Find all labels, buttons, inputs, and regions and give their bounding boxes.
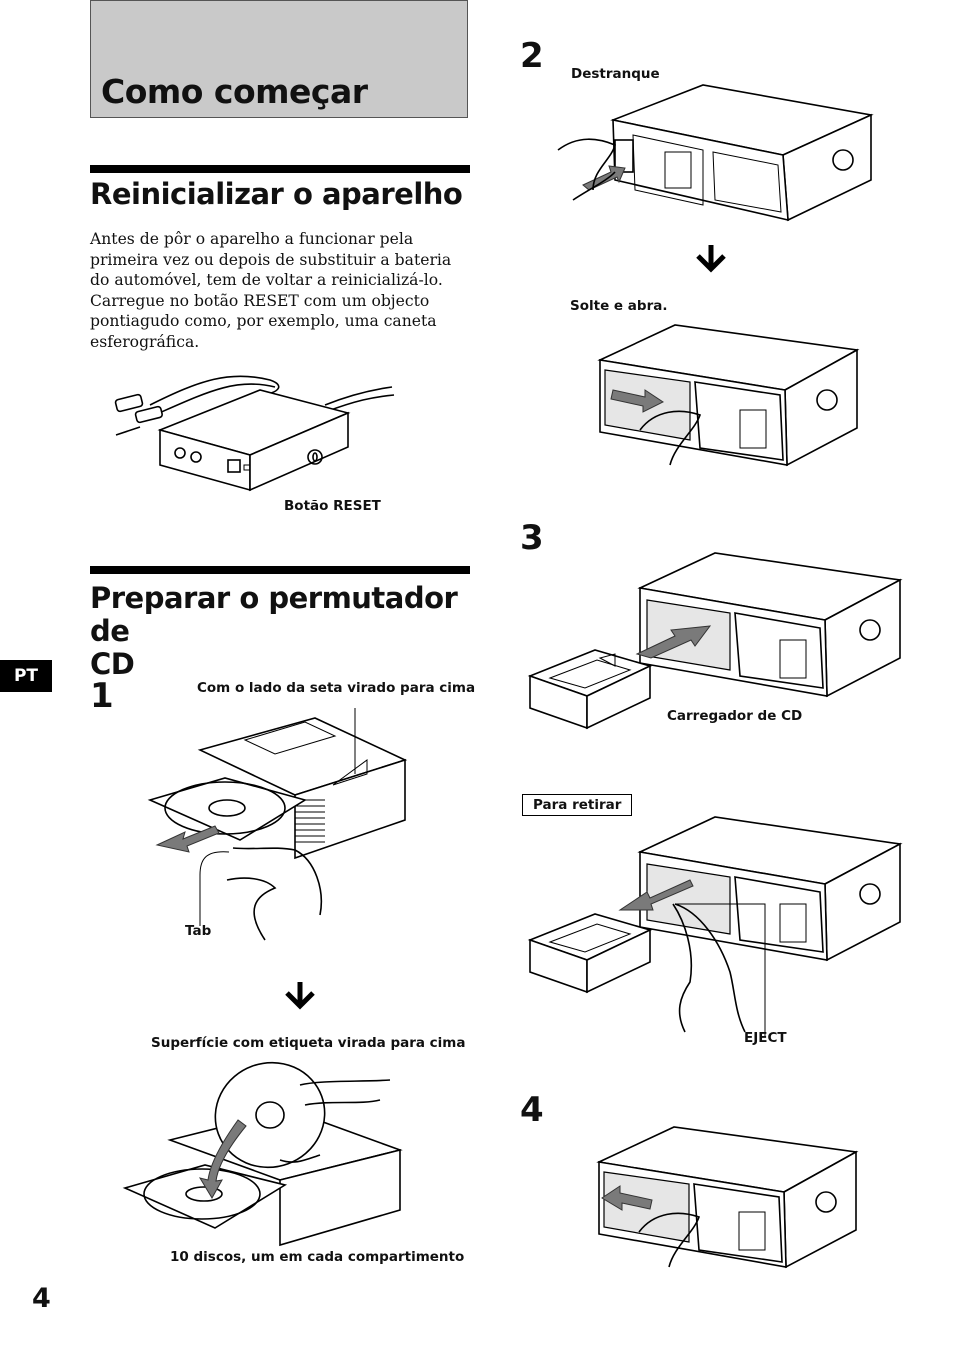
page-number: 4 (32, 1283, 51, 1314)
down-arrow-icon (696, 245, 726, 273)
heading-reset: Reinicializar o aparelho (90, 177, 463, 211)
label-side-caption: Superfície com etiqueta virada para cima (151, 1035, 466, 1051)
changer-close-illustration (596, 1126, 859, 1269)
eject-caption: EJECT (744, 1030, 787, 1046)
paragraph-line: do automóvel, tem de voltar a reiniciali… (90, 271, 443, 289)
magazine-open-illustration (147, 708, 408, 941)
heading-line: Preparar o permutador de (90, 581, 458, 648)
language-tab: PT (0, 660, 52, 692)
step-number: 1 (90, 676, 114, 716)
paragraph-line: pontiagudo como, por exemplo, uma caneta (90, 312, 437, 330)
section-rule-changer (90, 566, 470, 574)
arrow-side-caption: Com o lado da seta virado para cima (197, 680, 476, 696)
reset-paragraph: Antes de pôr o aparelho a funcionar pela… (90, 229, 470, 352)
section-rule-reset (90, 165, 470, 173)
magazine-eject-illustration (527, 816, 903, 1037)
step-number: 3 (520, 518, 544, 558)
remove-label-box: Para retirar (522, 794, 633, 816)
changer-open-illustration (597, 324, 860, 467)
magazine-caption: Carregador de CD (667, 708, 803, 724)
release-caption: Solte e abra. (570, 298, 668, 314)
paragraph-line: primeira vez ou depois de substituir a b… (90, 250, 452, 269)
paragraph-line: Antes de pôr o aparelho a funcionar pela (90, 230, 414, 248)
disc-insert-illustration (122, 1061, 403, 1247)
tab-caption: Tab (185, 923, 212, 939)
page-title: Como começar (101, 72, 368, 111)
paragraph-line: esferográfica. (90, 332, 200, 351)
unlock-caption: Destranque (571, 66, 660, 82)
heading-line: CD (90, 647, 135, 681)
step-number: 2 (520, 36, 544, 76)
title-box: Como começar (90, 0, 468, 118)
tray-stack (295, 799, 325, 843)
paragraph-line: Carregue no botão RESET com um objecto (90, 291, 430, 310)
heading-changer: Preparar o permutador de CD (90, 582, 470, 681)
down-arrow-icon (285, 982, 315, 1010)
reset-unit-illustration (114, 375, 395, 492)
magazine-insert-illustration (527, 552, 903, 730)
discs-caption: 10 discos, um em cada compartimento (170, 1249, 465, 1265)
reset-caption: Botão RESET (284, 498, 381, 514)
step-number: 4 (520, 1090, 544, 1130)
changer-unlock-illustration (557, 84, 874, 222)
